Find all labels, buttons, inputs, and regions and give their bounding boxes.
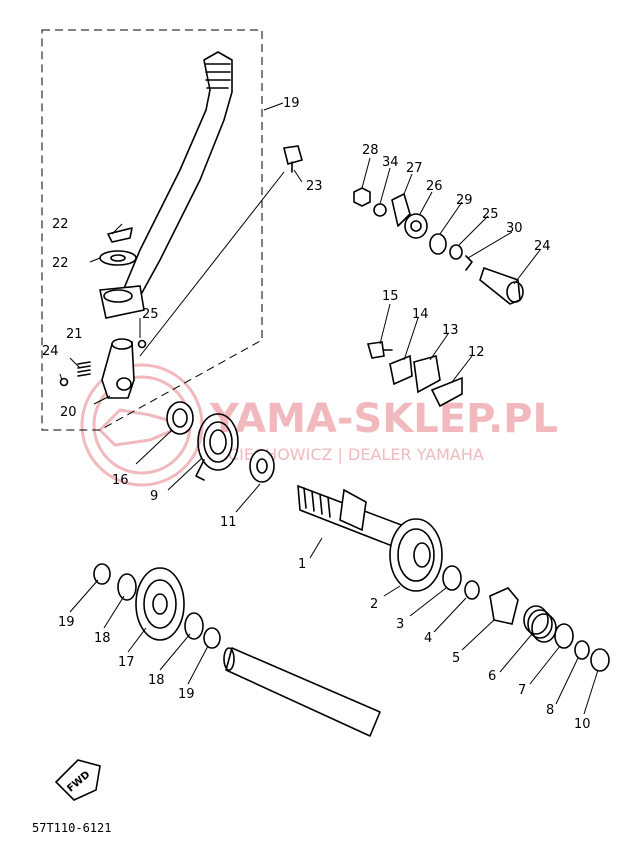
part-label[interactable]: 16	[112, 473, 129, 488]
part-label[interactable]: 6	[488, 669, 496, 684]
spring-23	[77, 361, 91, 377]
part-label[interactable]: 28	[362, 143, 379, 158]
part-label[interactable]: 20	[60, 405, 77, 420]
assembly-boundary	[41, 29, 263, 431]
washer-3	[442, 565, 462, 591]
watermark-brand: YAMA-SKLEP.PL	[209, 396, 558, 442]
bearing-29	[404, 213, 428, 239]
part-label[interactable]: 11	[220, 515, 237, 530]
part-label[interactable]: 29	[456, 193, 473, 208]
part-label[interactable]: 24	[42, 344, 59, 359]
collar-11	[249, 449, 275, 483]
washer-34	[373, 203, 387, 217]
kick-lever	[99, 51, 233, 319]
torsion-spring-9	[195, 413, 239, 481]
idle-gear-17	[135, 567, 185, 641]
bolt-26	[283, 145, 303, 173]
part-label[interactable]: 5	[452, 651, 460, 666]
circlip-28	[449, 244, 463, 260]
kick-shaft-1	[297, 484, 421, 558]
part-label[interactable]: 24	[534, 239, 551, 254]
leader-lines	[59, 102, 599, 715]
part-label[interactable]: 21	[66, 327, 83, 342]
circlip-19b	[203, 627, 221, 649]
part-label[interactable]: 14	[412, 307, 429, 322]
part-label[interactable]: 23	[306, 179, 323, 194]
main-axle-outline	[223, 647, 381, 737]
part-label[interactable]: 17	[118, 655, 135, 670]
part-label[interactable]: 18	[148, 673, 165, 688]
part-label[interactable]: 19	[58, 615, 75, 630]
part-label[interactable]: 12	[468, 345, 485, 360]
part-label[interactable]: 2	[370, 597, 378, 612]
part-label[interactable]: 34	[382, 155, 399, 170]
part-label[interactable]: 25	[142, 307, 159, 322]
part-label[interactable]: 25	[482, 207, 499, 222]
part-label[interactable]: 3	[396, 617, 404, 632]
plate-30	[391, 193, 411, 227]
part-label[interactable]: 8	[546, 703, 554, 718]
part-label[interactable]: 15	[382, 289, 399, 304]
part-label[interactable]: 19	[283, 96, 300, 111]
washer-10	[590, 648, 610, 672]
ball-22	[59, 339, 147, 387]
watermark-subtitle: CIECHOWICZ | DEALER YAMAHA	[228, 445, 484, 464]
washer-24	[99, 250, 137, 266]
washer-7	[554, 623, 574, 649]
circlip-4	[464, 580, 480, 600]
part-label[interactable]: 7	[518, 683, 526, 698]
forward-direction-icon: FWD	[54, 759, 101, 801]
oil-seal-16	[166, 401, 194, 435]
part-label[interactable]: 19	[178, 687, 195, 702]
circlip-19a	[93, 563, 111, 585]
part-label[interactable]: 27	[406, 161, 423, 176]
part-label[interactable]: 1	[298, 557, 306, 572]
circlip-8	[574, 640, 590, 660]
part-label[interactable]: 18	[94, 631, 111, 646]
guide-13	[413, 354, 441, 394]
part-label[interactable]: 22	[52, 256, 69, 271]
part-label[interactable]: 26	[426, 179, 443, 194]
bolt-15	[366, 341, 393, 359]
plate-14	[389, 354, 413, 386]
spring-6	[523, 605, 557, 643]
part-label[interactable]: 10	[574, 717, 591, 732]
clip-33	[465, 255, 473, 271]
shaft-27	[479, 266, 524, 305]
diagram-code: 57T110-6121	[32, 821, 111, 835]
part-label[interactable]: 13	[442, 323, 459, 338]
ratchet-5	[489, 587, 519, 625]
kick-boss-21	[101, 338, 135, 399]
washer-32	[429, 233, 447, 255]
washer-18b	[184, 612, 204, 640]
part-label[interactable]: 30	[506, 221, 523, 236]
part-label[interactable]: 9	[150, 489, 158, 504]
part-label[interactable]: 4	[424, 631, 432, 646]
part-label[interactable]: 22	[52, 217, 69, 232]
kick-gear-2	[389, 518, 443, 592]
circlip-25	[107, 227, 133, 243]
nut-31	[353, 187, 371, 207]
watermark: YAMA-SKLEP.PL CIECHOWICZ | DEALER YAMAHA	[80, 363, 558, 487]
part-number-labels: 19 23 22 22 21 25 24 20 16 9 11 1 2 3 4 …	[42, 96, 591, 732]
washer-18a	[117, 573, 137, 601]
